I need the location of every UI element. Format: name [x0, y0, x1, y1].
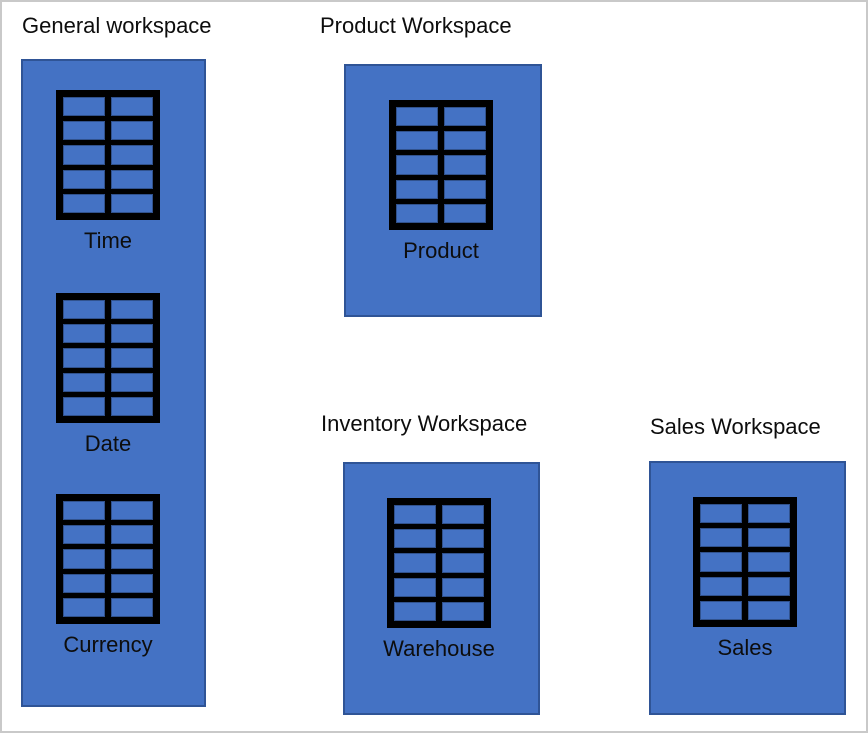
table-cell [111, 549, 153, 569]
table-cell [442, 553, 484, 573]
table-cell [63, 396, 105, 416]
table-cell [442, 601, 484, 621]
table-cell [394, 505, 436, 525]
table-cell [396, 155, 438, 175]
table-cell [111, 169, 153, 189]
table-cell [748, 600, 790, 620]
table-cell [442, 577, 484, 597]
table-cell [396, 203, 438, 223]
table-cell [700, 504, 742, 524]
workspace-box-inventory: Warehouse [343, 462, 540, 715]
table-cell [63, 145, 105, 165]
table-icon [693, 497, 797, 627]
table-cell [748, 552, 790, 572]
table-cell [111, 348, 153, 368]
table-cell [63, 597, 105, 617]
table-cell [700, 552, 742, 572]
table-cell [63, 97, 105, 117]
table-cell [63, 501, 105, 521]
table-cell [111, 597, 153, 617]
table-cell [111, 145, 153, 165]
table-group-currency: Currency [38, 494, 178, 658]
table-icon [56, 494, 160, 624]
table-group-warehouse: Warehouse [369, 498, 509, 662]
workspace-box-product: Product [344, 64, 542, 317]
table-icon [56, 293, 160, 423]
table-group-sales: Sales [675, 497, 815, 661]
table-cell [396, 131, 438, 151]
table-cell [63, 193, 105, 213]
table-icon [389, 100, 493, 230]
table-label: Time [83, 228, 133, 253]
table-cell [396, 179, 438, 199]
table-cell [394, 577, 436, 597]
table-cell [63, 525, 105, 545]
table-cell [63, 324, 105, 344]
table-cell [700, 576, 742, 596]
table-cell [700, 528, 742, 548]
table-cell [111, 396, 153, 416]
table-cell [396, 107, 438, 127]
workspace-box-general: Time Date Currency [21, 59, 206, 707]
table-cell [63, 169, 105, 189]
table-cell [111, 501, 153, 521]
table-cell [442, 505, 484, 525]
table-cell [111, 372, 153, 392]
table-cell [111, 97, 153, 117]
table-cell [444, 155, 486, 175]
table-group-date: Date [38, 293, 178, 457]
table-cell [444, 203, 486, 223]
table-cell [63, 573, 105, 593]
table-cell [748, 504, 790, 524]
table-cell [442, 529, 484, 549]
workspace-title-inventory: Inventory Workspace [321, 411, 528, 436]
table-cell [444, 131, 486, 151]
table-icon [387, 498, 491, 628]
table-cell [444, 107, 486, 127]
workspace-title-sales: Sales Workspace [650, 414, 821, 439]
table-cell [111, 573, 153, 593]
table-cell [63, 121, 105, 141]
table-cell [63, 300, 105, 320]
table-label: Date [84, 431, 132, 456]
table-cell [700, 600, 742, 620]
table-cell [111, 324, 153, 344]
table-cell [444, 179, 486, 199]
workspace-title-product: Product Workspace [320, 13, 512, 38]
table-group-product: Product [371, 100, 511, 264]
table-label: Currency [63, 632, 153, 657]
table-cell [111, 300, 153, 320]
workspace-box-sales: Sales [649, 461, 846, 715]
table-cell [394, 529, 436, 549]
table-cell [394, 601, 436, 621]
table-cell [63, 549, 105, 569]
table-cell [748, 576, 790, 596]
table-label: Warehouse [383, 636, 495, 661]
table-icon [56, 90, 160, 220]
table-cell [394, 553, 436, 573]
table-label: Product [403, 238, 479, 263]
table-group-time: Time [38, 90, 178, 254]
workspace-title-general: General workspace [22, 13, 212, 38]
table-cell [748, 528, 790, 548]
table-cell [63, 372, 105, 392]
table-cell [63, 348, 105, 368]
table-cell [111, 525, 153, 545]
table-label: Sales [717, 635, 773, 660]
table-cell [111, 121, 153, 141]
table-cell [111, 193, 153, 213]
